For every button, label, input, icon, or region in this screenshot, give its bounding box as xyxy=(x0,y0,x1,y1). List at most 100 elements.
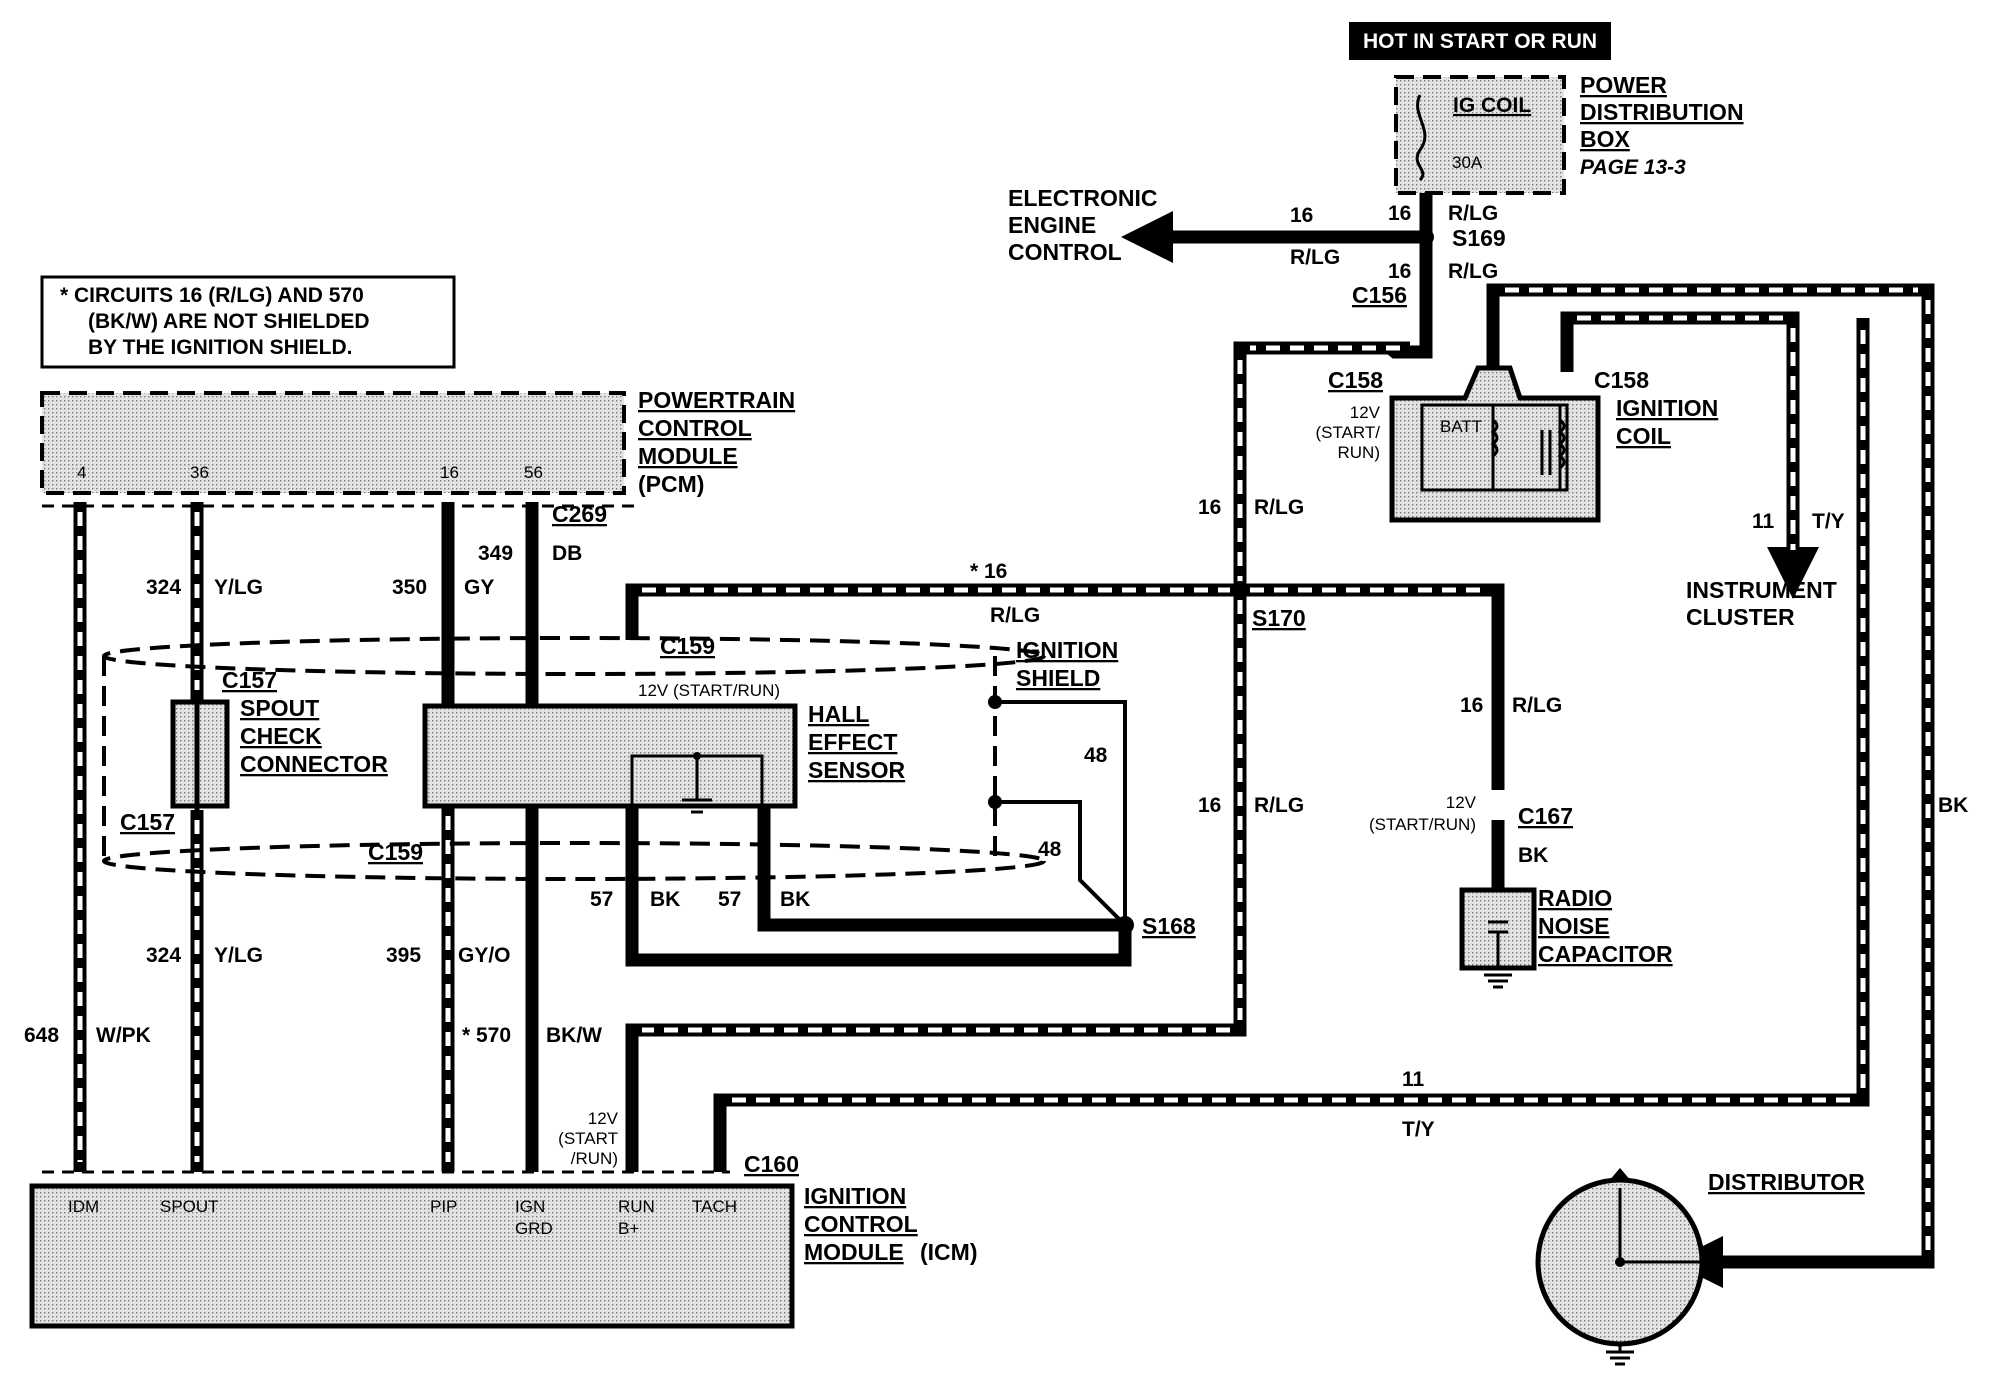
spout-line1: SPOUT xyxy=(240,695,319,721)
circ-rlg-cap: R/LG xyxy=(1512,694,1562,717)
circ-48-bottom: 48 xyxy=(1038,838,1062,861)
eec-line2: ENGINE xyxy=(1008,212,1096,238)
icm-line4: (ICM) xyxy=(920,1239,977,1265)
icm-pin-bplus: B+ xyxy=(618,1219,639,1238)
circ-bk-dist: BK xyxy=(1938,794,1968,817)
circ-bk-left: BK xyxy=(650,888,680,911)
pcm-pin-56: 56 xyxy=(524,463,543,482)
spout-check-connector: SPOUT CHECK CONNECTOR xyxy=(170,695,388,810)
icm-pin-tach: TACH xyxy=(692,1197,737,1216)
pdb-page-ref: PAGE 13-3 xyxy=(1580,156,1686,179)
hall-line1: HALL xyxy=(808,701,869,727)
icm-pin-spout: SPOUT xyxy=(160,1197,219,1216)
hall-line2: EFFECT xyxy=(808,729,897,755)
splice-s168 xyxy=(1116,916,1134,934)
cap-line2: NOISE xyxy=(1538,913,1610,939)
circ-ylg-bottom: Y/LG xyxy=(214,944,263,967)
icm-feed1: 12V xyxy=(588,1109,619,1128)
coil-supply1: 12V xyxy=(1350,403,1381,422)
spout-line2: CHECK xyxy=(240,723,322,749)
circ-wpk: W/PK xyxy=(96,1024,151,1047)
pcm-module: 4 36 16 56 POWERTRAIN CONTROL MODULE (PC… xyxy=(40,387,795,497)
coil-batt: BATT xyxy=(1440,417,1482,436)
circ-570: * 570 xyxy=(462,1024,511,1047)
circ-star16: * 16 xyxy=(970,560,1007,583)
hot-banner: HOT IN START OR RUN xyxy=(1363,30,1597,53)
circ-rlg-eec: R/LG xyxy=(1290,246,1340,269)
pdb-line2: DISTRIBUTION xyxy=(1580,99,1744,125)
circ-16-cap: 16 xyxy=(1460,694,1483,717)
circ-rlg-pdb: R/LG xyxy=(1448,202,1498,225)
conn-c158-left: C158 xyxy=(1328,367,1383,393)
circ-349: 349 xyxy=(478,542,513,565)
distributor: DISTRIBUTOR xyxy=(1535,1168,1865,1366)
fuse-rating: 30A xyxy=(1452,153,1483,172)
circ-gy: GY xyxy=(464,576,494,599)
power-distribution-box: IG COIL 30A POWER DISTRIBUTION BOX PAGE … xyxy=(1394,72,1744,195)
circ-ylg-top: Y/LG xyxy=(214,576,263,599)
splice-s170 xyxy=(1231,581,1249,599)
pcm-line1: POWERTRAIN xyxy=(638,387,795,413)
shield-line2: SHIELD xyxy=(1016,665,1100,691)
circ-16-c156: 16 xyxy=(1388,260,1411,283)
distributor-label: DISTRIBUTOR xyxy=(1708,1169,1865,1195)
coil-line2: COIL xyxy=(1616,423,1671,449)
pdb-line1: POWER xyxy=(1580,72,1667,98)
note-line2: (BK/W) ARE NOT SHIELDED xyxy=(88,310,370,333)
coil-line1: IGNITION xyxy=(1616,395,1718,421)
conn-c167: C167 xyxy=(1518,803,1573,829)
shield-line1: IGNITION xyxy=(1016,637,1118,663)
cluster-line1: INSTRUMENT xyxy=(1686,577,1837,603)
splice-s169 xyxy=(1418,229,1434,245)
circ-ty-cluster: T/Y xyxy=(1812,510,1845,533)
pcm-pin-4: 4 xyxy=(77,463,86,482)
circ-bk-right: BK xyxy=(780,888,810,911)
cluster-line2: CLUSTER xyxy=(1686,604,1795,630)
circ-16-pdb: 16 xyxy=(1388,202,1411,225)
circ-rlg-lower: R/LG xyxy=(1254,794,1304,817)
circ-57-left: 57 xyxy=(590,888,613,911)
circ-324-bottom: 324 xyxy=(146,944,181,967)
icm-pin-idm: IDM xyxy=(68,1197,99,1216)
conn-s169: S169 xyxy=(1452,225,1506,251)
circ-11-tach: 11 xyxy=(1402,1068,1425,1091)
pcm-line2: CONTROL xyxy=(638,415,752,441)
icm-pin-pip: PIP xyxy=(430,1197,457,1216)
hall-line3: SENSOR xyxy=(808,757,906,783)
hot-banner-bg xyxy=(1349,22,1611,60)
pcm-pin-36: 36 xyxy=(190,463,209,482)
icm-feed3: /RUN) xyxy=(571,1149,618,1168)
cap-supply1: 12V xyxy=(1446,793,1477,812)
coil-supply2: (START/ xyxy=(1315,423,1380,442)
conn-c158-right: C158 xyxy=(1594,367,1649,393)
fuse-label: IG COIL xyxy=(1453,94,1531,117)
note-line3: BY THE IGNITION SHIELD. xyxy=(88,336,352,359)
eec-line1: ELECTRONIC xyxy=(1008,185,1158,211)
coil-supply3: RUN) xyxy=(1338,443,1381,462)
circ-48-top: 48 xyxy=(1084,744,1108,767)
conn-c156: C156 xyxy=(1352,282,1407,308)
conn-c159-top: C159 xyxy=(660,633,715,659)
cap-line3: CAPACITOR xyxy=(1538,941,1673,967)
circ-rlg-hall: R/LG xyxy=(990,604,1040,627)
circ-ty-tach: T/Y xyxy=(1402,1118,1435,1141)
circ-rlg-upper: R/LG xyxy=(1254,496,1304,519)
cap-line1: RADIO xyxy=(1538,885,1612,911)
conn-c160: C160 xyxy=(744,1151,799,1177)
coil-winding-icon xyxy=(1490,418,1499,458)
conn-c159-bottom: C159 xyxy=(368,839,423,865)
spout-line3: CONNECTOR xyxy=(240,751,388,777)
icm-line3: MODULE xyxy=(804,1239,904,1265)
eec-line3: CONTROL xyxy=(1008,239,1122,265)
pcm-line4: (PCM) xyxy=(638,471,704,497)
hall-effect-sensor: 12V (START/RUN) HALL EFFECT SENSOR xyxy=(422,681,906,814)
circ-16-eec: 16 xyxy=(1290,204,1313,227)
icm-pin-ign: IGN xyxy=(515,1197,545,1216)
pcm-line3: MODULE xyxy=(638,443,738,469)
circ-bkw: BK/W xyxy=(546,1024,602,1047)
note-line1: * CIRCUITS 16 (R/LG) AND 570 xyxy=(60,284,364,307)
conn-c157-bottom: C157 xyxy=(120,809,175,835)
icm-pin-grd: GRD xyxy=(515,1219,553,1238)
conn-s170: S170 xyxy=(1252,605,1306,631)
